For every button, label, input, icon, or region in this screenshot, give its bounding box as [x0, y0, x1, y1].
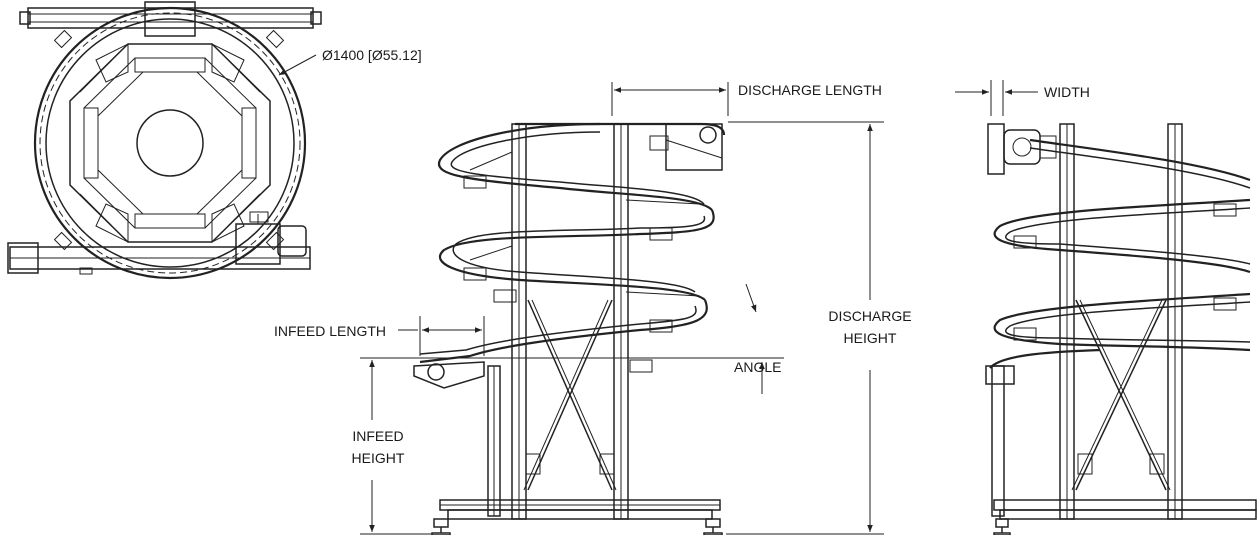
- discharge-drive: [649, 123, 723, 171]
- side-view: WIDTH: [955, 80, 1257, 535]
- discharge-length-label: DISCHARGE LENGTH: [738, 82, 882, 98]
- ring-brackets: [53, 29, 285, 251]
- dashed-ring: [39, 12, 301, 274]
- side-cross-bracing: [1071, 299, 1171, 491]
- center-hole: [136, 109, 204, 177]
- side-base: [993, 499, 1257, 535]
- infeed-height-label-line2: HEIGHT: [352, 450, 405, 466]
- diameter-leader: [278, 54, 317, 76]
- base-and-drive: [7, 211, 311, 275]
- outer-ring-inner: [45, 18, 295, 268]
- diameter-label: Ø1400 [Ø55.12]: [322, 47, 422, 63]
- side-discharge-drive: [987, 123, 1057, 175]
- infeed-height-label-line1: INFEED: [352, 428, 403, 444]
- angle-arrow-top: [745, 283, 757, 313]
- side-spiral-track: [985, 138, 1251, 385]
- front-view: DISCHARGE LENGTH DISCHARGE HEIGHT INFEED…: [274, 82, 912, 535]
- discharge-height-label-line2: HEIGHT: [844, 330, 897, 346]
- frame-gussets: [79, 43, 261, 243]
- infeed-length-label: INFEED LENGTH: [274, 323, 386, 339]
- side-track-brackets: [1013, 203, 1237, 475]
- outer-ring: [33, 6, 307, 280]
- octagon-frame: [69, 43, 271, 243]
- front-base: [431, 499, 723, 535]
- frame-legs: [83, 57, 257, 229]
- width-label: WIDTH: [1044, 84, 1090, 100]
- front-cross-bracing: [523, 299, 617, 491]
- discharge-height-label-line1: DISCHARGE: [828, 308, 911, 324]
- front-spiral-track: [419, 122, 726, 364]
- infeed-drive: [413, 361, 485, 389]
- side-columns: [991, 123, 1183, 520]
- top-view: Ø1400 [Ø55.12]: [7, 1, 422, 280]
- front-track-brackets: [463, 175, 673, 475]
- angle-label: ANGLE: [734, 359, 781, 375]
